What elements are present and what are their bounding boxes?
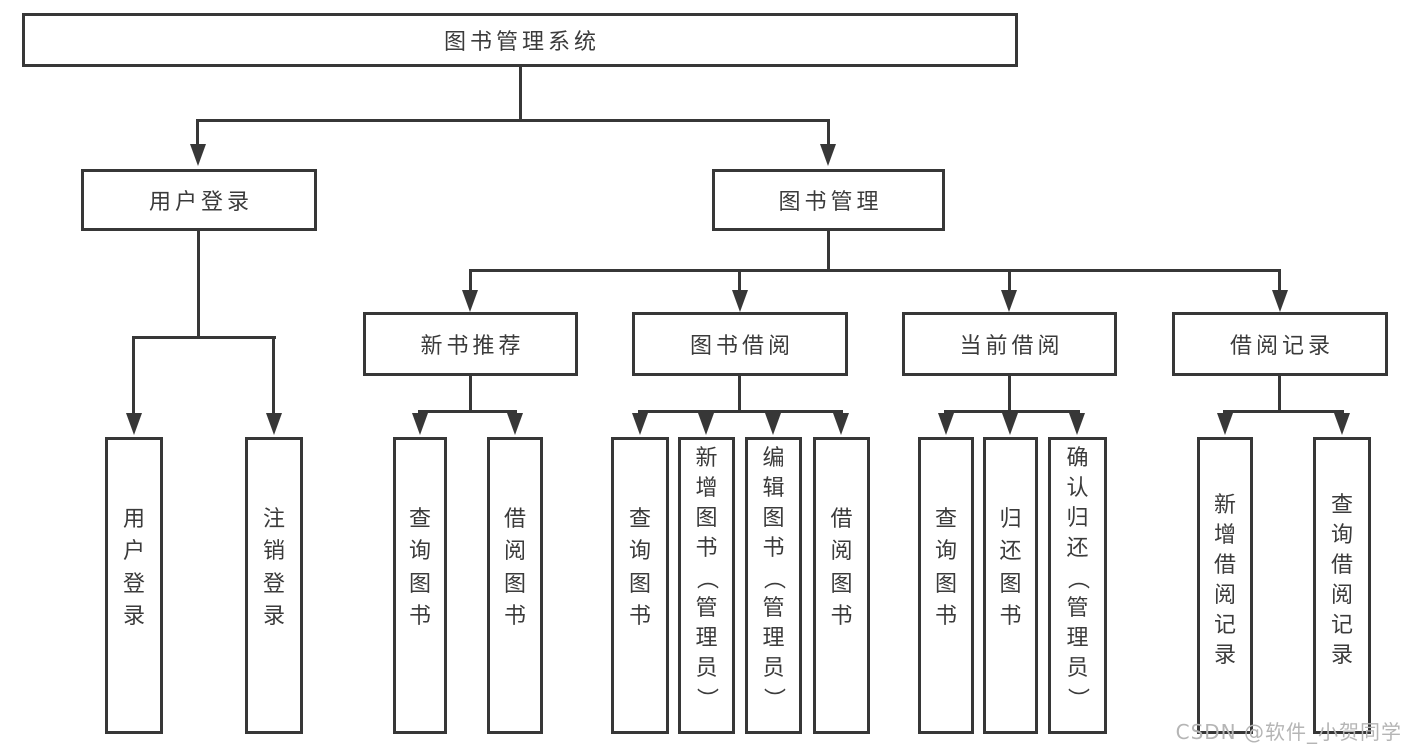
- arrowhead-down-icon: [1001, 290, 1017, 312]
- leaf-borrow-books-borrowing: 借阅图书: [813, 437, 870, 734]
- leaf-label: 用户登录: [122, 507, 145, 629]
- leaf-label: 新增借阅记录: [1213, 492, 1236, 669]
- leaf-label: 借阅图书: [503, 507, 526, 629]
- arrowhead-down-icon: [765, 413, 781, 435]
- arrowhead-down-icon: [412, 413, 428, 435]
- node-library-system: 图书管理系统: [22, 13, 1018, 67]
- leaf-label: 归还图书: [999, 507, 1022, 629]
- leaf-borrow-books-recommend: 借阅图书: [487, 437, 543, 734]
- leaf-label: 查询图书: [934, 507, 957, 629]
- leaf-add-borrow-record: 新增借阅记录: [1197, 437, 1253, 734]
- connector-line: [272, 336, 275, 414]
- arrowhead-down-icon: [732, 290, 748, 312]
- connector-line: [418, 410, 517, 413]
- connector-line: [738, 376, 741, 413]
- watermark-csdn: CSDN @软件_小贺同学: [1175, 720, 1402, 744]
- arrowhead-down-icon: [266, 413, 282, 435]
- leaf-query-books-recommend: 查询图书: [393, 437, 447, 734]
- arrowhead-down-icon: [820, 144, 836, 166]
- connector-line: [469, 269, 472, 291]
- connector-line: [469, 269, 1281, 272]
- leaf-label: 新增图书（管理员）: [694, 445, 720, 710]
- node-borrowing-records: 借阅记录: [1172, 312, 1388, 376]
- connector-line: [738, 269, 741, 291]
- leaf-query-borrow-record: 查询借阅记录: [1313, 437, 1371, 734]
- leaf-edit-books-admin: 编辑图书（管理员）: [745, 437, 802, 734]
- arrowhead-down-icon: [1272, 290, 1288, 312]
- connector-line: [132, 336, 276, 339]
- connector-line: [196, 119, 199, 145]
- connector-line: [827, 119, 830, 145]
- leaf-label: 借阅图书: [830, 507, 853, 629]
- arrowhead-down-icon: [1002, 413, 1018, 435]
- connector-line: [827, 231, 830, 272]
- connector-line: [1278, 269, 1281, 291]
- leaf-label: 查询图书: [628, 507, 651, 629]
- arrowhead-down-icon: [1217, 413, 1233, 435]
- connector-line: [638, 410, 843, 413]
- leaf-label: 查询图书: [408, 507, 431, 629]
- node-book-management: 图书管理: [712, 169, 945, 231]
- connector-line: [1008, 376, 1011, 413]
- node-new-book-recommendation: 新书推荐: [363, 312, 578, 376]
- connector-line: [197, 231, 200, 339]
- connector-line: [197, 119, 830, 122]
- connector-line: [1278, 376, 1281, 413]
- connector-line: [519, 67, 522, 122]
- leaf-add-books-admin: 新增图书（管理员）: [678, 437, 735, 734]
- leaf-logout-login: 注销登录: [245, 437, 303, 734]
- arrowhead-down-icon: [462, 290, 478, 312]
- leaf-label: 查询借阅记录: [1330, 492, 1353, 669]
- node-book-borrowing: 图书借阅: [632, 312, 848, 376]
- arrowhead-down-icon: [126, 413, 142, 435]
- node-current-borrowing: 当前借阅: [902, 312, 1117, 376]
- connector-line: [1008, 269, 1011, 291]
- leaf-label: 注销登录: [262, 507, 285, 629]
- leaf-return-books: 归还图书: [983, 437, 1038, 734]
- leaf-label: 确认归还（管理员）: [1065, 445, 1091, 710]
- connector-line: [132, 336, 135, 414]
- leaf-user-login: 用户登录: [105, 437, 163, 734]
- arrowhead-down-icon: [632, 413, 648, 435]
- connector-line: [1223, 410, 1344, 413]
- connector-line: [469, 376, 472, 413]
- arrowhead-down-icon: [507, 413, 523, 435]
- arrowhead-down-icon: [190, 144, 206, 166]
- leaf-query-books-borrowing: 查询图书: [611, 437, 669, 734]
- arrowhead-down-icon: [938, 413, 954, 435]
- leaf-query-books-current: 查询图书: [918, 437, 974, 734]
- connector-line: [944, 410, 1080, 413]
- arrowhead-down-icon: [1069, 413, 1085, 435]
- arrowhead-down-icon: [698, 413, 714, 435]
- leaf-confirm-return-admin: 确认归还（管理员）: [1048, 437, 1107, 734]
- arrowhead-down-icon: [833, 413, 849, 435]
- arrowhead-down-icon: [1334, 413, 1350, 435]
- leaf-label: 编辑图书（管理员）: [761, 445, 787, 710]
- node-user-login: 用户登录: [81, 169, 317, 231]
